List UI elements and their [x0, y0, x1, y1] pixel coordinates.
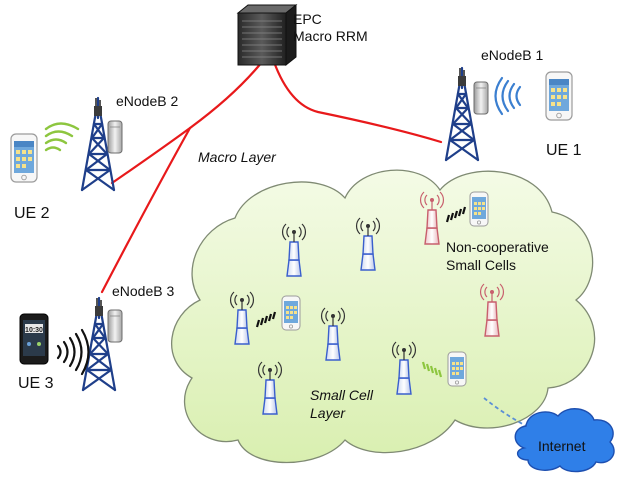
enodeb2-label: eNodeB 2: [116, 93, 178, 109]
ue3-phone-icon: 10:30: [19, 313, 49, 365]
enodeb1-label: eNodeB 1: [481, 47, 543, 63]
small-cell-cloud: [171, 169, 596, 464]
small-cell-ue-phone-icon: [447, 351, 467, 387]
ue1-waves-icon: [494, 76, 522, 116]
small-cell-layer-label-line1: Small Cell: [310, 387, 374, 403]
epc-label: EPC: [293, 11, 322, 27]
macro-layer-label: Macro Layer: [198, 149, 277, 165]
small-cell-link-hatch: [445, 206, 467, 223]
ue3-label: UE 3: [18, 375, 54, 392]
ue2-label: UE 2: [14, 205, 50, 222]
small-cell-ue-phone-icon: [281, 295, 301, 331]
ue2-phone-icon: [10, 133, 38, 183]
link-epc-enodeb3: [100, 126, 192, 294]
macro-rrm-label: Macro RRM: [293, 28, 368, 44]
enodeb3-equipment-box: [107, 309, 123, 343]
enodeb2-equipment-box: [107, 120, 123, 154]
small-cell-ue-phone-icon: [469, 191, 489, 227]
ue1-phone-icon: [545, 71, 573, 121]
ue3-waves-icon: [56, 328, 90, 376]
small-cell-link-hatch: [255, 311, 277, 328]
enodeb1-tower-icon: [444, 66, 480, 162]
internet-label: Internet: [538, 438, 586, 454]
epc-server-icon: [236, 3, 298, 67]
small-cell-link-hatch: [421, 361, 443, 378]
enodeb3-label: eNodeB 3: [112, 283, 174, 299]
small-cell-layer-label-line2: Layer: [310, 405, 346, 421]
ue1-label: UE 1: [546, 142, 582, 159]
ue2-waves-icon: [44, 122, 80, 152]
internet-cloud-icon: [514, 408, 615, 473]
non-cooperative-label-line2: Small Cells: [446, 257, 516, 273]
link-epc-enodeb1: [272, 60, 443, 144]
non-cooperative-label-line1: Non-cooperative: [446, 239, 549, 255]
enodeb1-equipment-box: [473, 81, 489, 115]
ue3-clock: 10:30: [25, 327, 43, 334]
backhaul-links: [100, 60, 443, 294]
